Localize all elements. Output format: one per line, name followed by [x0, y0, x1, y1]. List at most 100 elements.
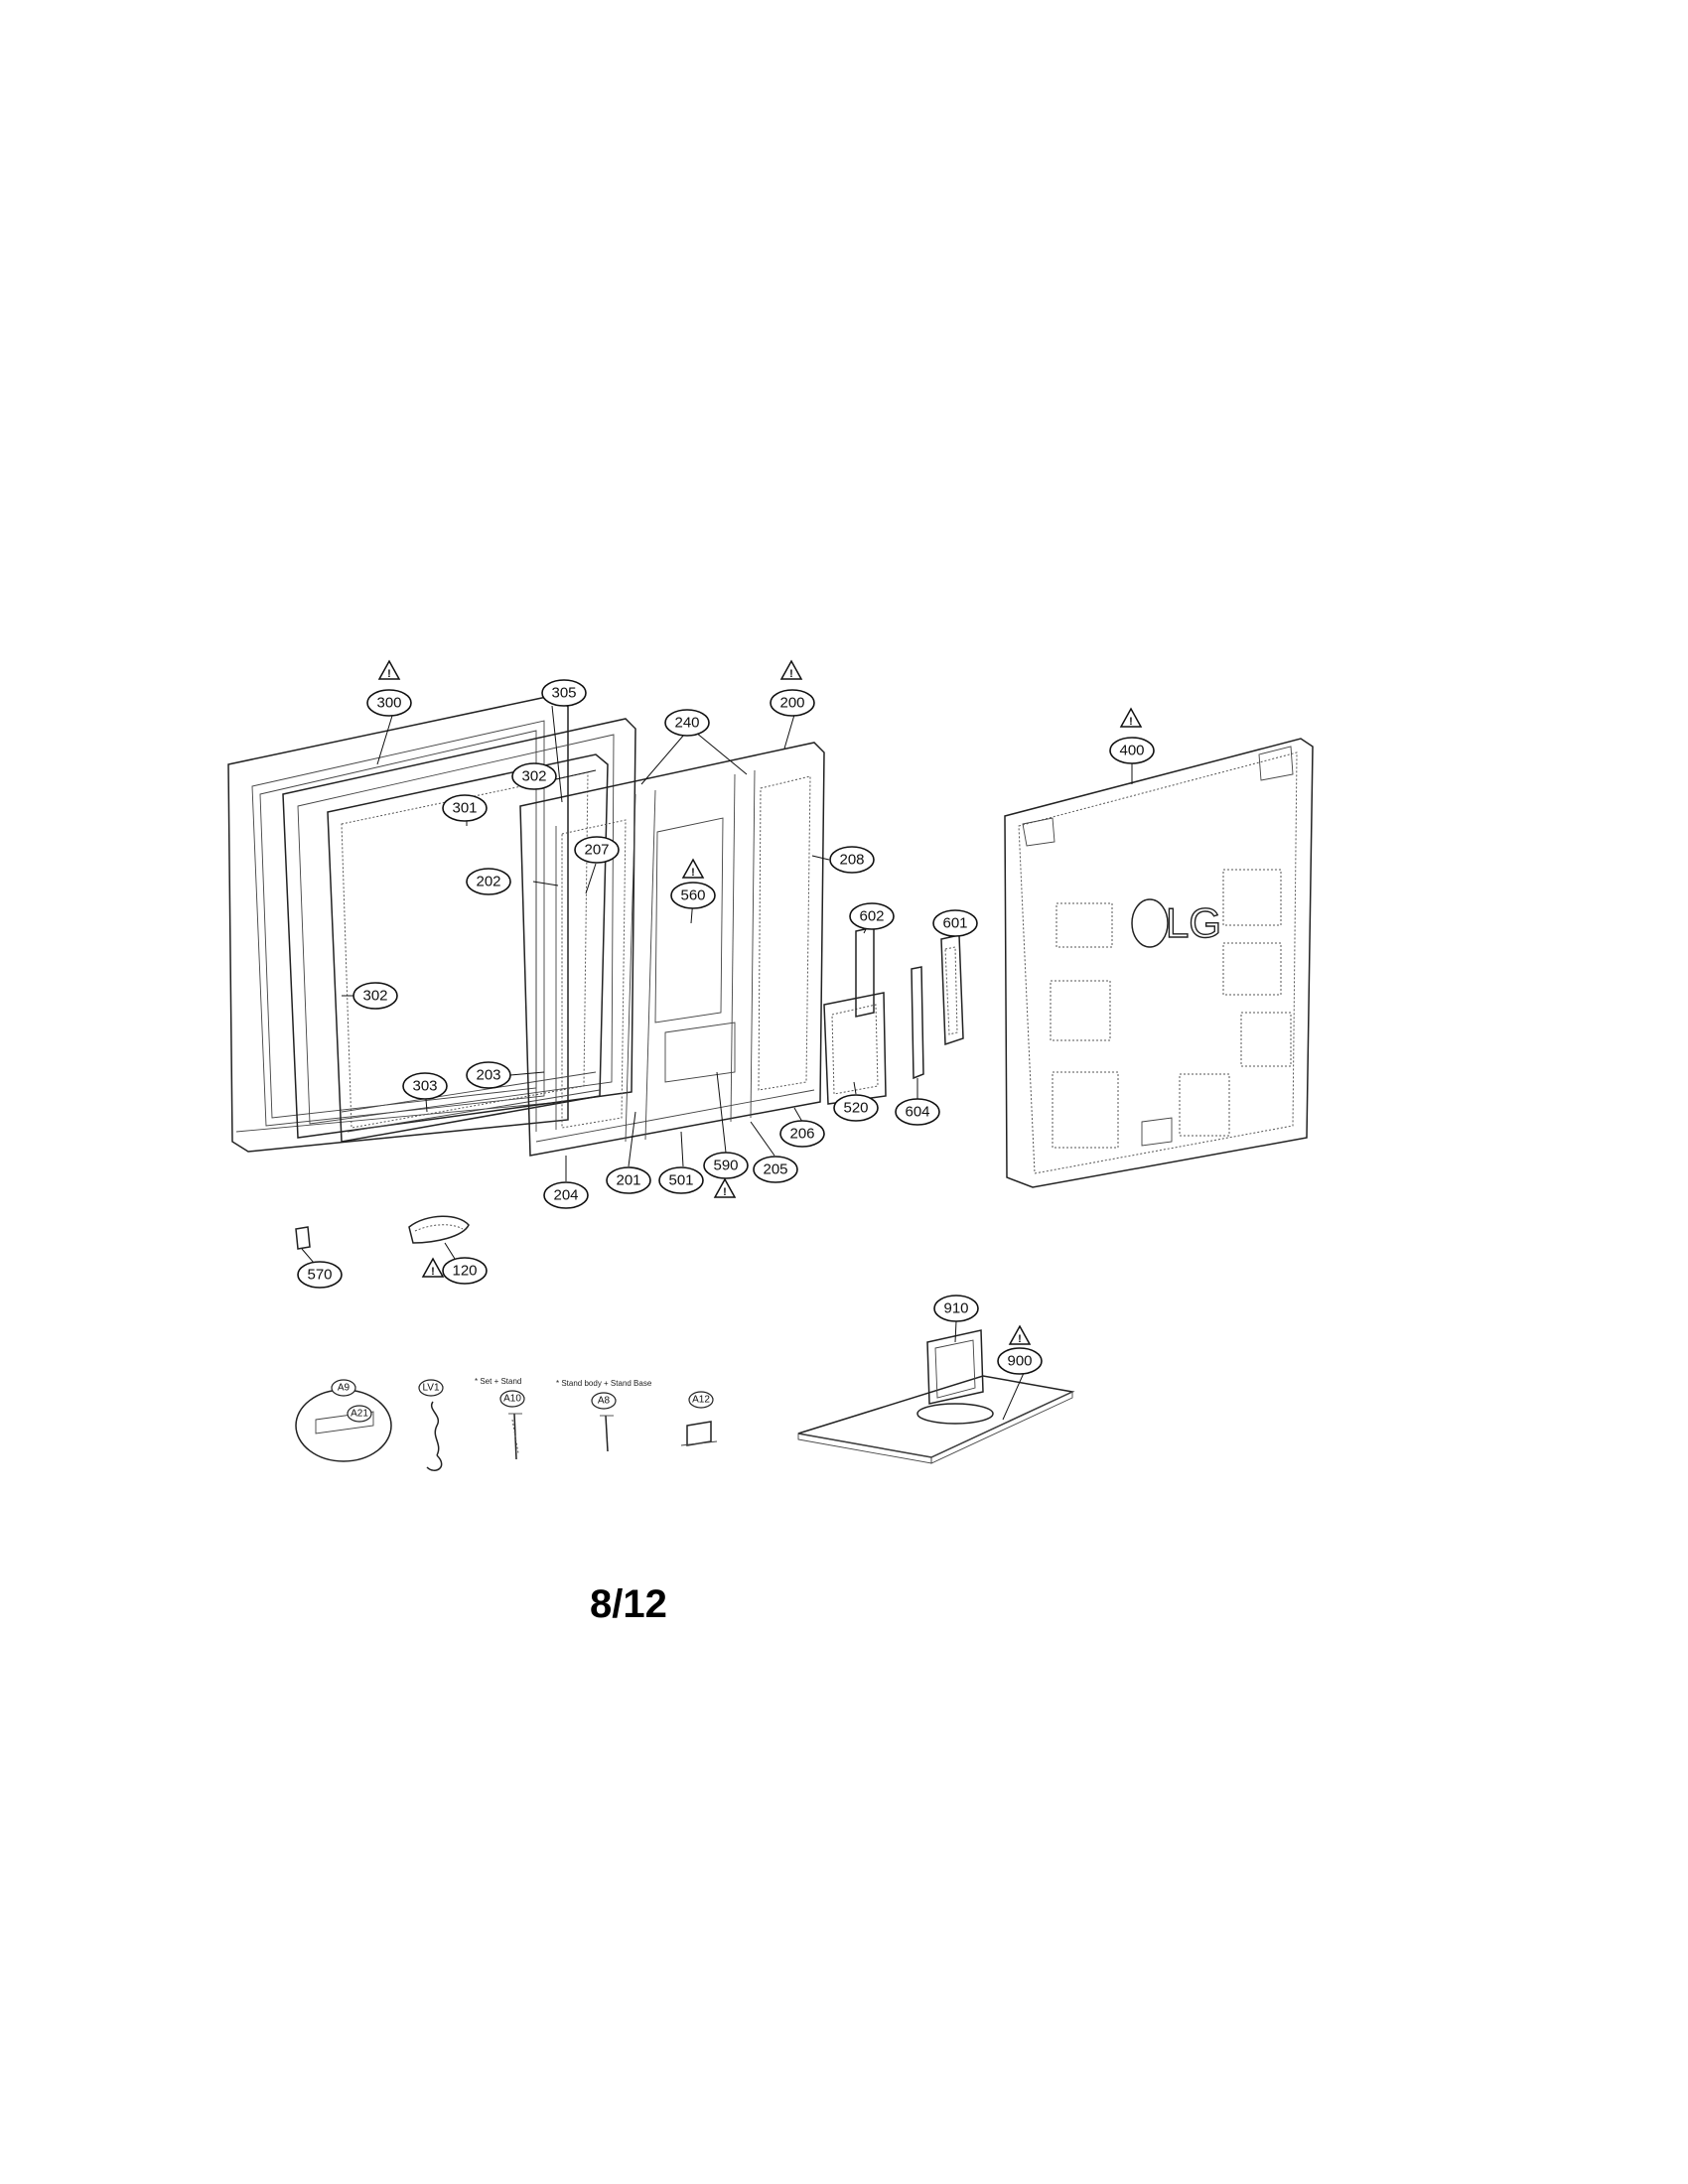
callout-a10: A10 [499, 1390, 525, 1408]
svg-text:560: 560 [680, 887, 705, 904]
svg-text:!: ! [1129, 716, 1133, 728]
back-cover-part: LG [1004, 738, 1314, 1188]
svg-text:A21: A21 [351, 1409, 368, 1420]
callout-303: 303 [402, 1072, 448, 1100]
caption-stand-body: * Stand body + Stand Base [556, 1379, 652, 1388]
callout-203: 203 [466, 1061, 511, 1089]
callout-206: 206 [779, 1120, 825, 1148]
warning-icon-300: ! [377, 659, 401, 680]
callout-205: 205 [753, 1156, 798, 1183]
lcd-panel-part [327, 753, 609, 1143]
callout-400: 400 [1109, 737, 1155, 764]
page-number: 8/12 [590, 1582, 667, 1626]
caption-set-stand: * Set + Stand [475, 1377, 521, 1386]
callout-204: 204 [543, 1181, 589, 1209]
callout-a21: A21 [347, 1405, 372, 1423]
callout-200: 200 [770, 689, 815, 717]
board-604-part [911, 966, 924, 1080]
callout-lv1: LV1 [418, 1379, 444, 1397]
leader-lines [301, 705, 1133, 1421]
warning-icon-560: ! [681, 858, 705, 879]
warning-icon-590: ! [713, 1177, 737, 1198]
svg-text:305: 305 [551, 685, 576, 702]
power-cord-part [426, 1401, 443, 1471]
screw-a8-part [600, 1415, 614, 1452]
frame-part [282, 718, 636, 1139]
svg-text:205: 205 [763, 1161, 787, 1178]
callout-302-left: 302 [352, 982, 398, 1010]
bracket-a12-part [680, 1421, 718, 1446]
svg-text:LV1: LV1 [422, 1383, 439, 1394]
callout-570: 570 [297, 1261, 343, 1289]
svg-text:208: 208 [839, 852, 864, 869]
callout-501: 501 [658, 1166, 704, 1194]
callout-301: 301 [442, 794, 488, 822]
part-120-shape [408, 1215, 470, 1244]
callout-a8: A8 [591, 1392, 617, 1410]
svg-text:602: 602 [859, 908, 884, 925]
svg-text:303: 303 [412, 1078, 437, 1095]
svg-text:!: ! [387, 668, 391, 680]
callout-240: 240 [664, 709, 710, 737]
svg-text:A8: A8 [598, 1396, 611, 1407]
svg-text:900: 900 [1007, 1353, 1032, 1370]
stand-base-part [797, 1375, 1075, 1464]
callout-305: 305 [541, 679, 587, 707]
svg-text:!: ! [723, 1186, 727, 1198]
warning-icon-400: ! [1119, 707, 1143, 728]
svg-text:240: 240 [674, 715, 699, 732]
svg-text:206: 206 [789, 1126, 814, 1143]
svg-text:!: ! [1018, 1333, 1022, 1345]
callout-302-top: 302 [511, 762, 557, 790]
callout-604: 604 [895, 1098, 940, 1126]
svg-text:!: ! [789, 668, 793, 680]
main-board-part [823, 992, 887, 1105]
remote-bag-part [295, 1389, 392, 1462]
svg-text:A9: A9 [338, 1383, 351, 1394]
callout-202: 202 [466, 868, 511, 895]
board-602-part [855, 926, 875, 1018]
svg-text:302: 302 [521, 768, 546, 785]
svg-text:!: ! [691, 867, 695, 879]
callout-201: 201 [606, 1166, 651, 1194]
svg-text:301: 301 [452, 800, 477, 817]
svg-text:302: 302 [362, 988, 387, 1005]
svg-text:201: 201 [616, 1172, 640, 1189]
svg-text:400: 400 [1119, 743, 1144, 759]
svg-text:204: 204 [553, 1187, 578, 1204]
warning-icon-200: ! [779, 659, 803, 680]
svg-text:120: 120 [452, 1263, 477, 1280]
callout-520: 520 [833, 1094, 879, 1122]
callout-601: 601 [932, 909, 978, 937]
svg-text:601: 601 [942, 915, 967, 932]
chassis-frame-part [519, 742, 825, 1157]
svg-text:202: 202 [476, 874, 500, 890]
front-cabinet-part [227, 694, 569, 1153]
callout-300: 300 [366, 689, 412, 717]
warning-icon-120: ! [421, 1257, 445, 1278]
callout-207: 207 [574, 836, 620, 864]
callout-590: 590 [703, 1152, 749, 1179]
stand-body-part [916, 1329, 994, 1425]
lg-logo: LG [1166, 899, 1221, 946]
board-601-part [940, 934, 964, 1046]
callout-900: 900 [997, 1347, 1043, 1375]
callout-560: 560 [670, 882, 716, 909]
part-570-shape [295, 1226, 311, 1250]
callout-910: 910 [933, 1295, 979, 1322]
callout-a12: A12 [688, 1391, 714, 1409]
callout-208: 208 [829, 846, 875, 874]
svg-text:300: 300 [376, 695, 401, 712]
svg-text:590: 590 [713, 1158, 738, 1174]
svg-text:203: 203 [476, 1067, 500, 1084]
svg-text:604: 604 [905, 1104, 929, 1121]
svg-text:501: 501 [668, 1172, 693, 1189]
svg-text:910: 910 [943, 1300, 968, 1317]
svg-text:!: ! [431, 1266, 435, 1278]
svg-text:520: 520 [843, 1100, 868, 1117]
callout-a9: A9 [331, 1379, 356, 1397]
svg-text:207: 207 [584, 842, 609, 859]
warning-icon-900: ! [1008, 1324, 1032, 1345]
screw-a10-part [508, 1413, 522, 1460]
